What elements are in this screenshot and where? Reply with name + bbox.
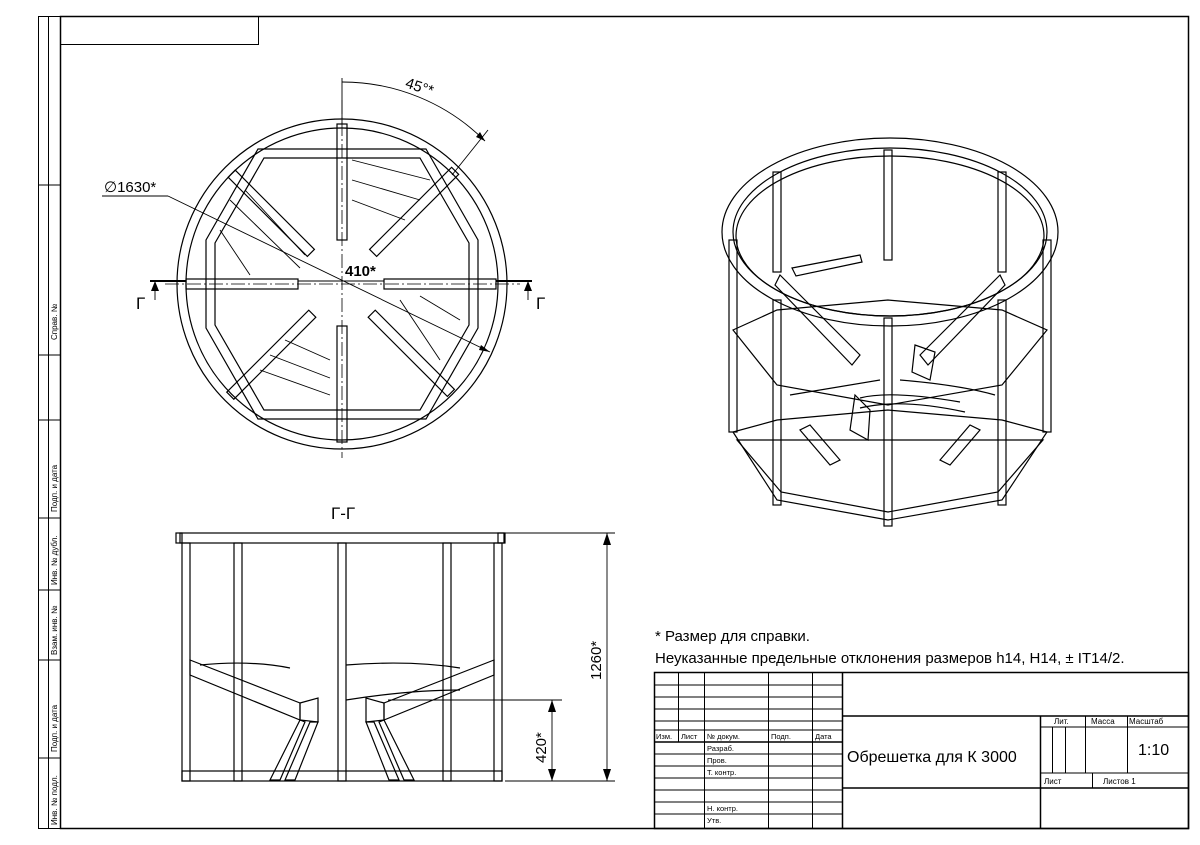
margin-stamp-labels: Справ. № Подп. и дата Инв. № дубл. Взам.…: [50, 303, 59, 825]
row-utv: Утв.: [707, 816, 721, 825]
title-block: [653, 671, 1190, 830]
leg-left: [269, 719, 306, 781]
col-data: Дата: [815, 732, 832, 741]
top-rim: [179, 532, 506, 544]
width-dimension: 410*: [345, 263, 376, 280]
masshtab-label: Масштаб: [1129, 717, 1164, 726]
angle-arc: [341, 81, 486, 142]
row-prov: Пров.: [707, 756, 727, 765]
row-razrab: Разраб.: [707, 744, 734, 753]
strip-diag-3: [227, 169, 316, 258]
inner-frame: [59, 15, 1190, 830]
height-dimension: 1260*: [588, 641, 605, 680]
post-left: [181, 542, 191, 782]
stamp-podp-data-2: Подп. и дата: [50, 704, 59, 752]
section-view: [175, 532, 506, 782]
iso-mid-octagon: [732, 299, 1048, 406]
sheet-frame: [38, 15, 1190, 830]
section-mark-right: Г: [536, 294, 545, 313]
stamp-vzam-inv: Взам. инв. №: [50, 605, 59, 655]
leg-right: [378, 719, 415, 781]
outer-frame: [38, 16, 1189, 829]
row-tkontr: Т. контр.: [707, 768, 736, 777]
note-tolerance: Неуказанные предельные отклонения размер…: [655, 650, 1125, 667]
octagon-frame: [205, 148, 479, 420]
sheet-label: Лист: [1044, 777, 1062, 786]
massa-label: Масса: [1091, 717, 1115, 726]
strip-diag-2: [225, 309, 317, 401]
iso-bottom-octagon: [732, 409, 1048, 521]
strip-diag-4: [367, 309, 456, 398]
top-view: [165, 100, 520, 458]
scale-value: 1:10: [1138, 742, 1169, 759]
col-list: Лист: [681, 732, 698, 741]
col-izm: Изм.: [656, 732, 672, 741]
section-dimensions: [388, 532, 615, 782]
center-lines: [165, 100, 520, 458]
col-podp: Подп.: [771, 732, 791, 741]
lit-label: Лит.: [1054, 717, 1069, 726]
section-mark-left: Г: [136, 294, 145, 313]
top-view-dimensions: [102, 78, 532, 353]
angle-dimension: 45°*: [403, 75, 436, 100]
col-docnum: № докум.: [707, 732, 740, 741]
iso-post-center: [883, 317, 893, 527]
title-block-text: Изм. Лист № докум. Подп. Дата Разраб. Пр…: [656, 717, 1169, 825]
stamp-sprav: Справ. №: [50, 303, 59, 340]
brace-left: [189, 659, 301, 721]
stamp-podp-data-1: Подп. и дата: [50, 464, 59, 512]
iso-top-ring: [721, 137, 1059, 327]
bottom-ring: [181, 770, 503, 782]
lower-dimension: 420*: [533, 732, 550, 763]
post-right: [493, 542, 503, 782]
section-title: Г-Г: [331, 504, 355, 523]
arrowheads: [151, 132, 532, 352]
top-view-labels: 45°* ∅1630* 410* Г Г: [104, 75, 545, 313]
row-nkontr: Н. контр.: [707, 804, 738, 813]
top-left-stamp-box: [60, 16, 259, 45]
stamp-inv-podl: Инв. № подл.: [50, 775, 59, 825]
stamp-inv-dubl: Инв. № дубл.: [50, 535, 59, 585]
post-center: [337, 542, 347, 782]
note-reference: * Размер для справки.: [655, 628, 810, 645]
isometric-view: [721, 137, 1059, 527]
inner-slats: [219, 159, 461, 396]
octagon-frame-inner: [214, 157, 470, 411]
sheets-label: Листов 1: [1103, 777, 1136, 786]
diameter-dimension: ∅1630*: [104, 179, 156, 196]
drawing-name: Обрешетка для К 3000: [847, 749, 1017, 766]
